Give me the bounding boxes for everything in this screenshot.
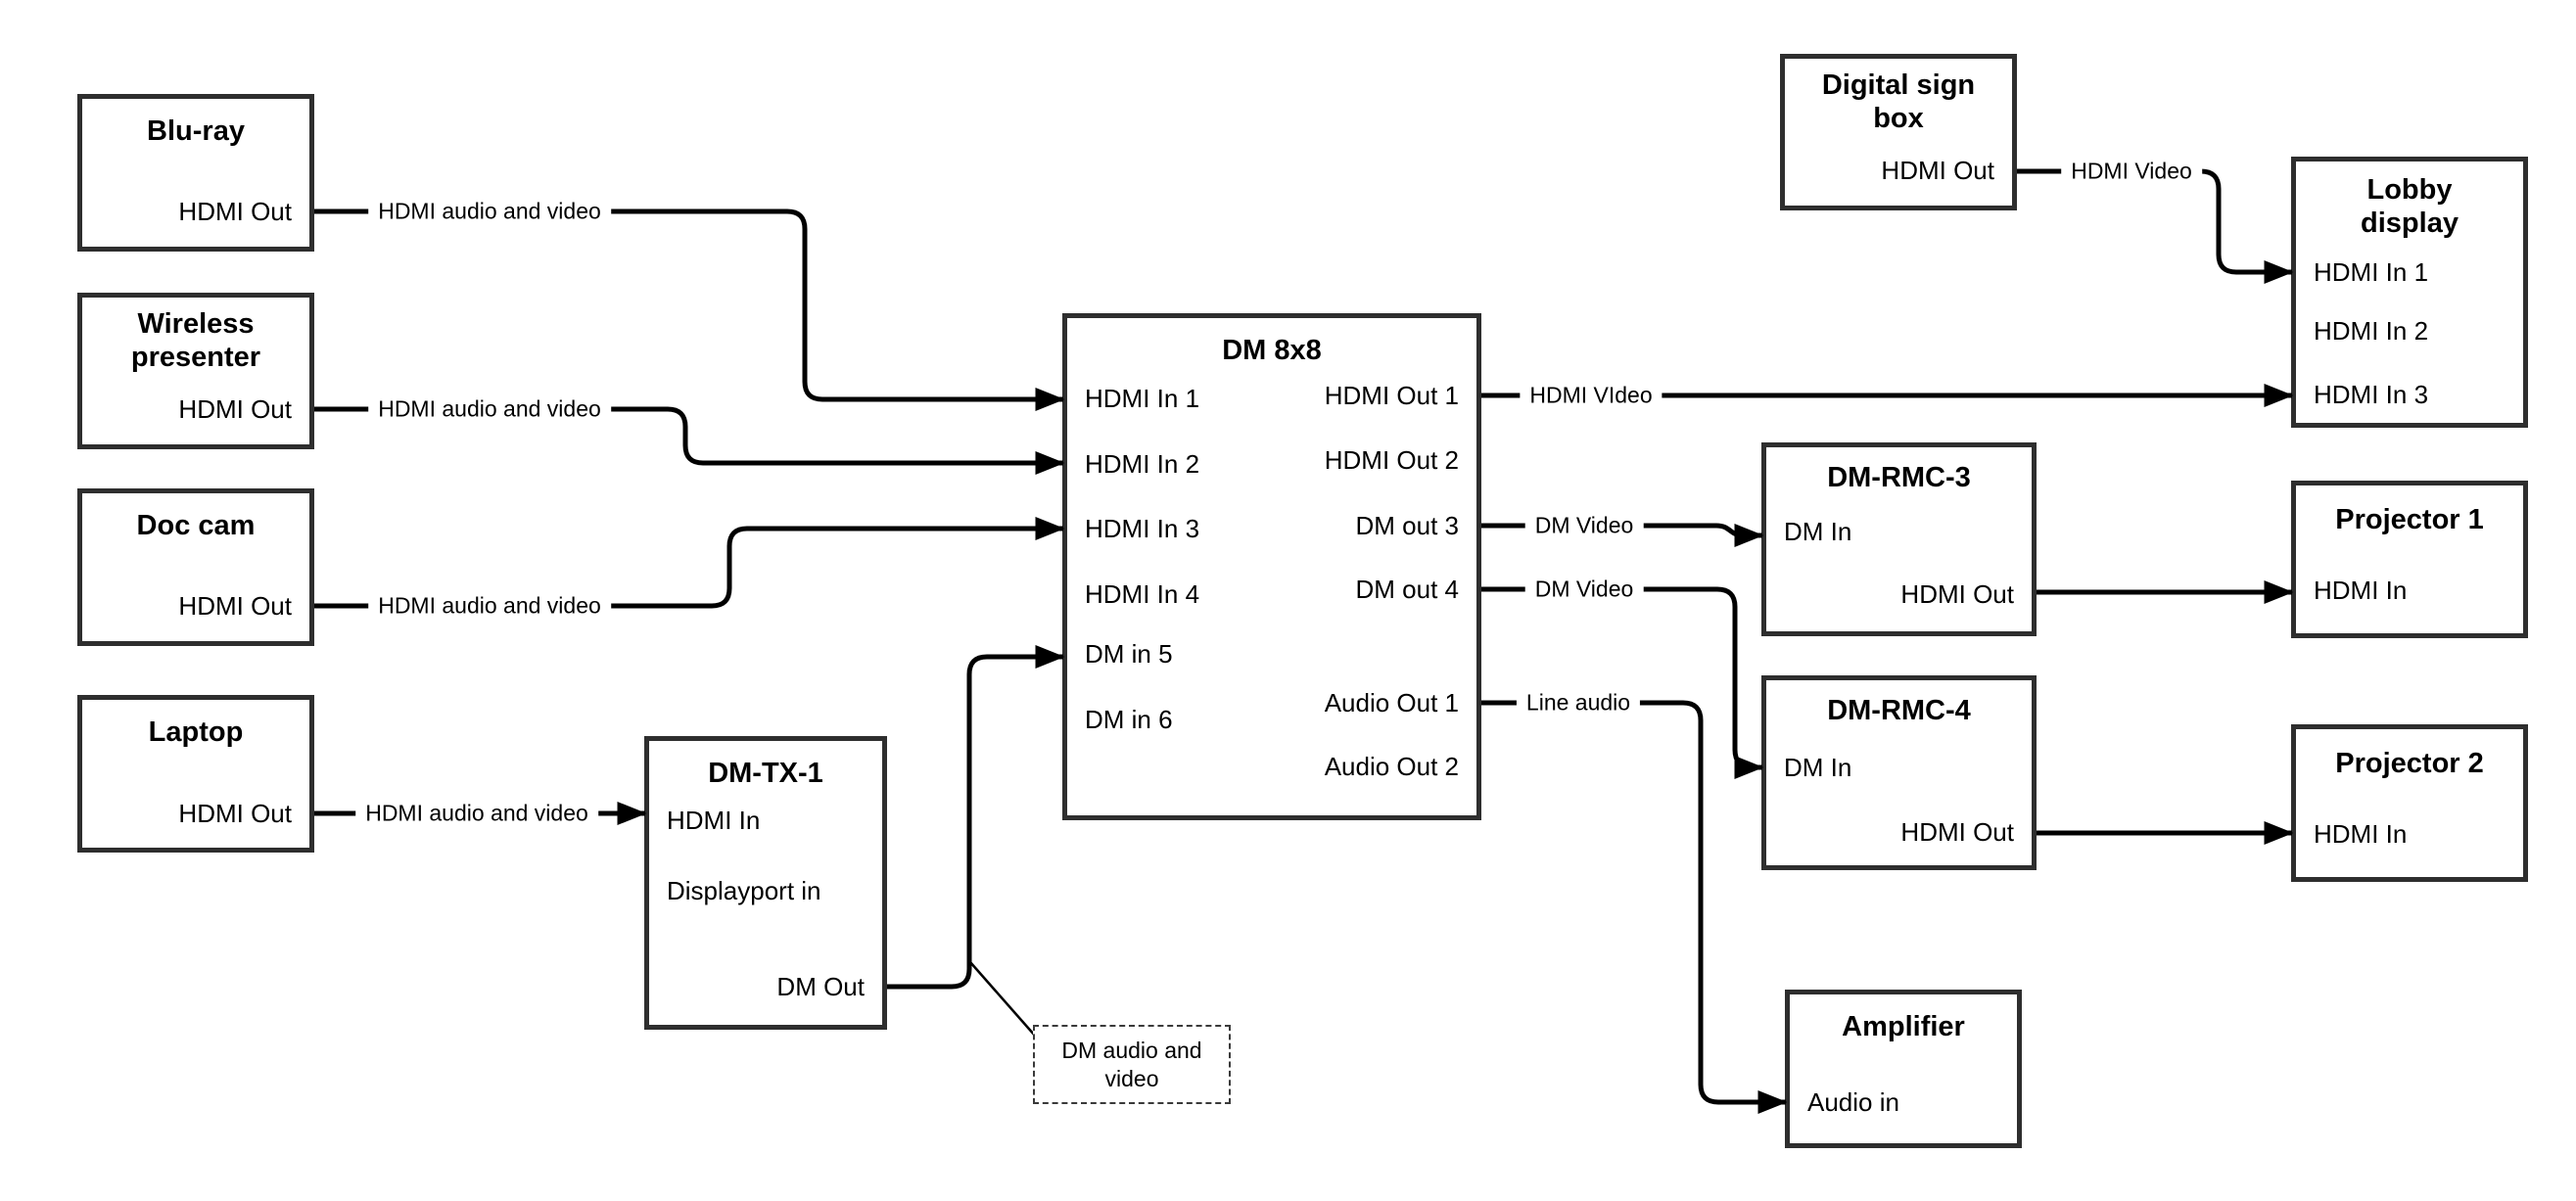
port-laptop-hdmi-out: HDMI Out: [178, 799, 292, 828]
node-laptop: Laptop HDMI Out: [77, 695, 314, 853]
node-dm-tx-1-title: DM-TX-1: [708, 758, 823, 789]
wire-label-sign-hdmi-video: HDMI Video: [2061, 158, 2202, 185]
port-bluray-hdmi-out: HDMI Out: [178, 197, 292, 226]
node-dm-rmc-3-title: DM-RMC-3: [1827, 462, 1971, 493]
wire-dm8x8-audio1-to-amplifier: [1481, 700, 1788, 1115]
node-dm-tx-1: DM-TX-1 HDMI In Displayport in DM Out: [644, 736, 887, 1030]
wire-sign-to-lobby-in1: [2017, 168, 2294, 285]
node-dm-rmc-4: DM-RMC-4 DM In HDMI Out: [1761, 675, 2037, 870]
port-lobby-hdmi-in-2: HDMI In 2: [2314, 316, 2429, 346]
port-lobby-hdmi-in-3: HDMI In 3: [2314, 380, 2429, 409]
wire-label-line-audio: Line audio: [1516, 689, 1641, 716]
wire-bluray-to-dm8x8-in1: [314, 208, 1065, 412]
node-dm-rmc-3: DM-RMC-3 DM In HDMI Out: [1761, 442, 2037, 636]
node-doc-cam-title: Doc cam: [136, 510, 256, 541]
wire-dm8x8-out4-to-rmc4-dmin: [1481, 586, 1764, 780]
port-proj2-hdmi-in: HDMI In: [2314, 819, 2408, 849]
wire-dmtx1-dmout-to-dm8x8-in5: [887, 644, 1065, 990]
port-dm8x8-hdmi-in-3: HDMI In 3: [1085, 514, 1200, 543]
wire-label-doccam: HDMI audio and video: [368, 592, 611, 620]
port-dm8x8-dm-out-4: DM out 4: [1355, 575, 1460, 604]
port-dm8x8-hdmi-out-1: HDMI Out 1: [1324, 381, 1459, 410]
port-rmc3-hdmi-out: HDMI Out: [1900, 579, 2014, 609]
port-doccam-hdmi-out: HDMI Out: [178, 591, 292, 621]
wire-label-bluray: HDMI audio and video: [368, 198, 611, 225]
port-rmc4-dm-in: DM In: [1784, 753, 1852, 782]
port-dm8x8-hdmi-out-2: HDMI Out 2: [1324, 445, 1459, 475]
port-dm8x8-dm-out-3: DM out 3: [1355, 511, 1460, 540]
port-sign-hdmi-out: HDMI Out: [1881, 156, 1994, 185]
port-rmc3-dm-in: DM In: [1784, 517, 1852, 546]
wire-label-laptop: HDMI audio and video: [355, 800, 598, 827]
wire-label-hdmi-video-out1: HDMI VIdeo: [1520, 382, 1663, 409]
node-digital-sign-box-title: Digital sign box: [1821, 69, 1976, 135]
node-digital-sign-box: Digital sign box HDMI Out: [1780, 54, 2017, 210]
node-lobby-display: Lobby display HDMI In 1 HDMI In 2 HDMI I…: [2291, 157, 2528, 428]
node-projector-2: Projector 2 HDMI In: [2291, 724, 2528, 882]
port-dmtx1-hdmi-in: HDMI In: [667, 806, 761, 835]
wire-label-wireless: HDMI audio and video: [368, 395, 611, 423]
wire-label-dm-video-out4: DM Video: [1524, 576, 1644, 603]
port-amp-audio-in: Audio in: [1807, 1087, 1899, 1117]
port-wireless-hdmi-out: HDMI Out: [178, 394, 292, 424]
callout-text: DM audio and video: [1061, 1037, 1202, 1091]
node-dm-rmc-4-title: DM-RMC-4: [1827, 695, 1971, 726]
node-wireless-presenter: Wireless presenter HDMI Out: [77, 293, 314, 449]
callout-dm-audio-and-video: DM audio and video: [1033, 1025, 1231, 1104]
node-amplifier: Amplifier Audio in: [1785, 990, 2022, 1148]
node-doc-cam: Doc cam HDMI Out: [77, 488, 314, 646]
port-dm8x8-hdmi-in-1: HDMI In 1: [1085, 384, 1200, 413]
port-dm8x8-dm-in-5: DM in 5: [1085, 639, 1173, 669]
node-wireless-presenter-title: Wireless presenter: [130, 308, 261, 374]
node-laptop-title: Laptop: [148, 716, 244, 748]
node-projector-2-title: Projector 2: [2335, 748, 2484, 779]
port-dm8x8-hdmi-in-4: HDMI In 4: [1085, 579, 1200, 609]
port-dmtx1-dm-out: DM Out: [776, 972, 865, 1001]
port-rmc4-hdmi-out: HDMI Out: [1900, 817, 2014, 847]
wire-label-dm-video-out3: DM Video: [1524, 512, 1644, 539]
node-projector-1: Projector 1 HDMI In: [2291, 481, 2528, 638]
port-proj1-hdmi-in: HDMI In: [2314, 576, 2408, 605]
port-dm8x8-audio-out-2: Audio Out 2: [1324, 752, 1459, 781]
port-dm8x8-dm-in-6: DM in 6: [1085, 705, 1173, 734]
port-dmtx1-displayport-in: Displayport in: [667, 876, 821, 905]
node-bluray-title: Blu-ray: [147, 115, 245, 147]
node-amplifier-title: Amplifier: [1842, 1011, 1965, 1042]
node-dm-8x8: DM 8x8 HDMI In 1 HDMI In 2 HDMI In 3 HDM…: [1062, 313, 1481, 820]
node-projector-1-title: Projector 1: [2335, 504, 2484, 535]
node-lobby-display-title: Lobby display: [2361, 174, 2459, 240]
port-lobby-hdmi-in-1: HDMI In 1: [2314, 257, 2429, 287]
port-dm8x8-audio-out-1: Audio Out 1: [1324, 688, 1459, 717]
port-dm8x8-hdmi-in-2: HDMI In 2: [1085, 449, 1200, 479]
callout-leader-line: [969, 961, 1036, 1037]
node-bluray: Blu-ray HDMI Out: [77, 94, 314, 252]
node-dm-8x8-title: DM 8x8: [1222, 335, 1322, 366]
